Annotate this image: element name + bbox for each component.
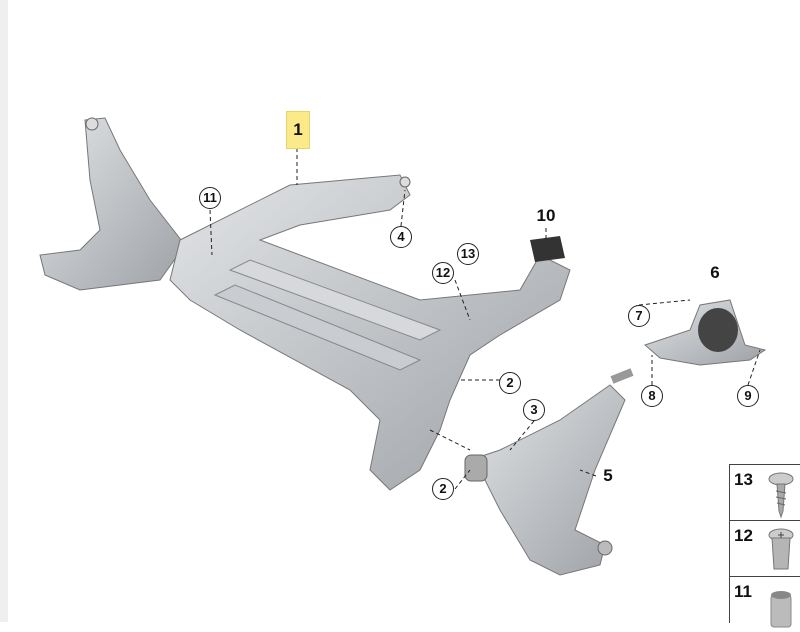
callout-4: 4 — [390, 226, 412, 248]
callout-3: 3 — [523, 399, 545, 421]
expanding-nut-icon — [768, 528, 794, 570]
small-parts-legend: 13 12 11 — [729, 464, 800, 628]
callout-2-upper: 2 — [499, 372, 521, 394]
subframe-main — [169, 174, 571, 491]
callout-11: 11 — [199, 187, 221, 209]
legend-row-13: 13 — [730, 465, 800, 521]
legend-row-11: 11 — [730, 577, 800, 632]
callout-12: 12 — [432, 262, 454, 284]
legend-number: 12 — [734, 526, 753, 545]
legend-number: 11 — [734, 582, 752, 601]
callout-13: 13 — [457, 243, 479, 265]
legend-number: 13 — [734, 470, 753, 489]
legend-row-12: 12 — [730, 521, 800, 577]
callout-5: 5 — [603, 466, 613, 485]
callout-10: 10 — [536, 206, 556, 225]
callout-6: 6 — [710, 263, 720, 282]
left-border-strip — [0, 0, 8, 622]
pad-part-10 — [530, 236, 565, 262]
callout-9: 9 — [737, 385, 759, 407]
callout-1: 1 — [286, 111, 310, 149]
control-arm-5 — [469, 384, 626, 576]
subframe-left-arm — [39, 117, 186, 291]
bushing-sleeve-icon — [770, 591, 792, 628]
callout-8: 8 — [641, 385, 663, 407]
screw-icon — [768, 472, 794, 519]
callout-2-lower: 2 — [432, 478, 454, 500]
callout-7: 7 — [628, 305, 650, 327]
